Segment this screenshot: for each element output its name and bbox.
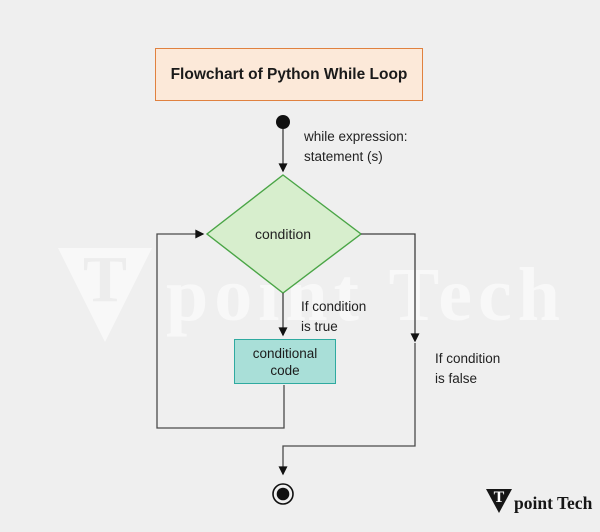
while-expression-label: while expression: statement (s)	[304, 129, 408, 164]
start-node	[276, 115, 290, 129]
end-node-outer	[272, 483, 294, 505]
connector-false-branch-upper	[361, 233, 420, 343]
title-text: Flowchart of Python While Loop	[170, 65, 408, 83]
connector-loop-back	[156, 229, 285, 429]
tpointtech-logo: T point Tech	[486, 489, 592, 515]
end-node-inner	[276, 487, 290, 501]
condition-label: condition	[254, 226, 312, 242]
logo-t-letter: T	[493, 489, 505, 506]
logo-text: point Tech	[514, 493, 593, 513]
logo-triangle-icon: T	[486, 489, 512, 513]
conditional-code-label: conditional code	[252, 345, 318, 378]
if-true-label: If condition is true	[301, 299, 367, 334]
connector-false-branch-lower	[278, 343, 416, 476]
if-false-label: If condition is false	[435, 351, 501, 386]
title-box: Flowchart of Python While Loop	[155, 48, 423, 101]
conditional-code-box: conditional code	[234, 339, 336, 384]
